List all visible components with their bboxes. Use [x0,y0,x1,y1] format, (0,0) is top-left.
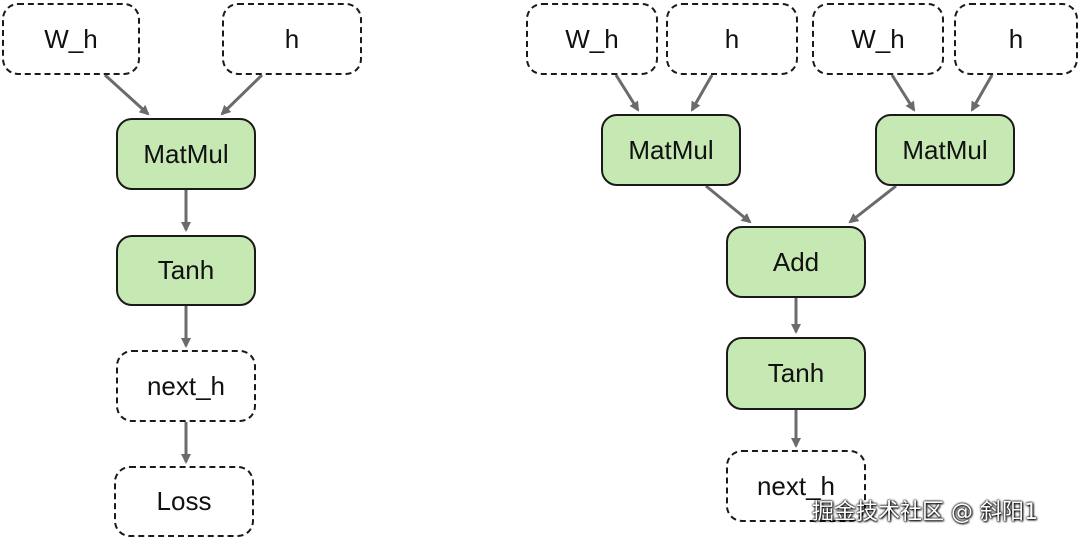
right-h2-node: h [954,3,1078,75]
right-h1-node: h [666,3,798,75]
left-loss-node: Loss [114,466,254,537]
edge-right-matmul1-to-add [705,184,752,224]
right-matmul2-label: MatMul [902,134,988,165]
left-nexth-node: next_h [116,350,256,422]
edge-right-h1-to-matmul1 [690,74,714,112]
left-matmul-node: MatMul [116,118,256,190]
edge-left-wh-to-matmul [103,73,150,116]
right-tanh-label: Tanh [767,358,825,388]
left-wh-node: W_h [2,3,140,75]
left-h-label: h [284,23,300,54]
edge-right-wh2-to-matmul2 [890,74,916,112]
right-wh2-node: W_h [812,3,944,75]
right-wh1-label: W_h [565,23,619,54]
left-tanh-label: Tanh [157,255,215,285]
left-nexth-label: next_h [146,370,226,401]
left-loss-label: Loss [156,486,212,516]
edge-right-wh1-to-matmul1 [614,74,640,112]
left-wh-label: W_h [44,23,98,54]
right-matmul2-node: MatMul [875,114,1015,186]
left-h-node: h [222,3,362,75]
right-nexth-label: next_h [756,470,836,501]
right-tanh-node: Tanh [726,337,866,410]
left-tanh-node: Tanh [116,235,256,306]
left-matmul-label: MatMul [143,138,229,169]
watermark-text: 掘金技术社区 @ 斜阳1 [812,500,1038,525]
right-add-label: Add [772,246,820,277]
right-nexth-node: next_h [726,450,866,522]
right-h1-label: h [724,23,740,54]
right-matmul1-node: MatMul [601,114,741,186]
edge-left-h-to-matmul [220,73,264,116]
right-add-node: Add [726,226,866,298]
right-h2-label: h [1008,23,1024,54]
right-wh1-node: W_h [526,3,658,75]
edge-right-h2-to-matmul2 [970,74,994,112]
right-matmul1-label: MatMul [628,134,714,165]
edge-right-matmul2-to-add [848,184,897,224]
right-wh2-label: W_h [851,23,905,54]
